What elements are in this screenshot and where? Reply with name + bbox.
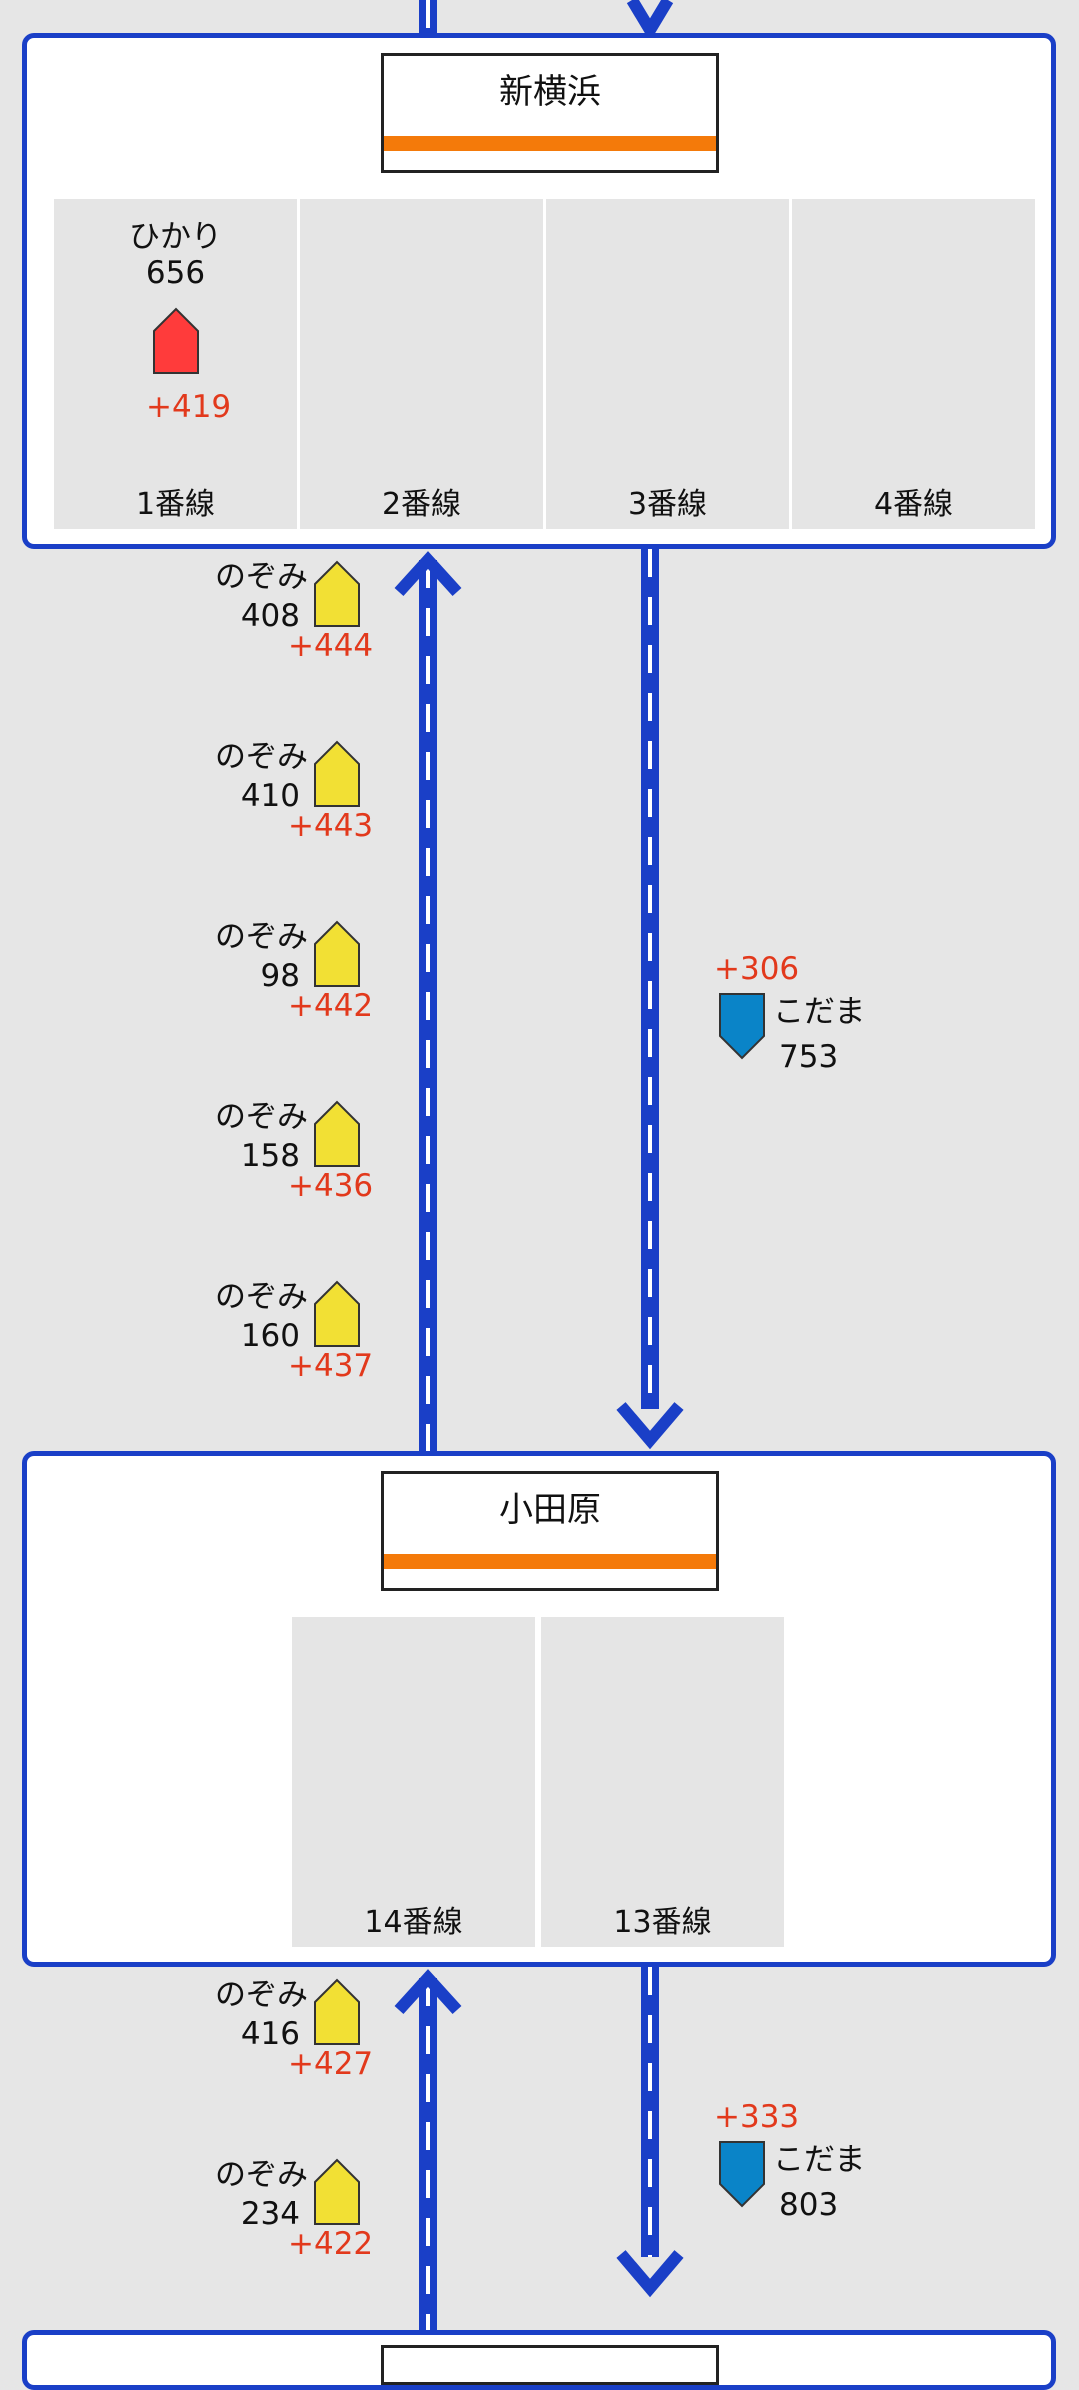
down-track-2	[641, 1967, 659, 2257]
train-number: 234	[240, 2196, 300, 2232]
train-name: のぞみ	[215, 1279, 308, 1315]
delay-label: +444	[288, 628, 374, 664]
platform-1[interactable]: ひかり 656 +419 1番線	[54, 199, 297, 529]
kodama-train-icon[interactable]	[718, 992, 766, 1060]
station-stripe	[384, 136, 716, 151]
delay-label: +427	[288, 2046, 374, 2082]
train-name: のぞみ	[215, 739, 308, 775]
down-track-top-arrow	[626, 0, 674, 38]
train-name: のぞみ	[215, 2157, 308, 2193]
nozomi-train-icon[interactable]	[313, 1978, 361, 2046]
train-name: のぞみ	[215, 1099, 308, 1135]
delay-label: +442	[288, 988, 374, 1024]
delay-label: +306	[714, 951, 800, 987]
up-track-2	[419, 1978, 437, 2330]
down-track	[641, 549, 659, 1409]
platform-label: 14番線	[364, 1905, 463, 1940]
delay-label: +437	[288, 1348, 374, 1384]
train-number: 656	[145, 255, 206, 291]
train-name: のぞみ	[215, 919, 308, 955]
station-name: 小田原	[499, 1490, 601, 1530]
train-number: 803	[779, 2187, 839, 2223]
up-track-top	[419, 0, 437, 35]
train-number: 408	[240, 598, 300, 634]
platform-label: 4番線	[873, 487, 954, 522]
nozomi-train-icon[interactable]	[313, 920, 361, 988]
down-track-arrow	[616, 1402, 684, 1450]
delay-label: +436	[288, 1168, 374, 1204]
kodama-train-icon[interactable]	[718, 2140, 766, 2208]
platform-label: 13番線	[613, 1905, 712, 1940]
train-name: こだま	[773, 994, 866, 1030]
station-name-board: 新横浜	[381, 53, 719, 173]
platform-3[interactable]: 3番線	[546, 199, 789, 529]
train-name: ひかり	[129, 219, 222, 255]
station-shin-yokohama[interactable]: 新横浜 ひかり 656 +419 1番線 2番線 3番線 4番線	[22, 33, 1056, 549]
station-name-board: 小田原	[381, 1471, 719, 1591]
nozomi-train-icon[interactable]	[313, 1100, 361, 1168]
station-name-board	[381, 2345, 719, 2385]
train-name: のぞみ	[215, 559, 308, 595]
platform-2[interactable]: 2番線	[300, 199, 543, 529]
platform-14[interactable]: 14番線	[292, 1617, 535, 1947]
nozomi-train-icon[interactable]	[313, 740, 361, 808]
platform-label: 1番線	[135, 487, 216, 522]
train-name: のぞみ	[215, 1977, 308, 2013]
hikari-train-icon[interactable]	[152, 307, 200, 375]
platform-label: 2番線	[381, 487, 462, 522]
up-track-arrow	[394, 1969, 462, 2015]
platform-13[interactable]: 13番線	[541, 1617, 784, 1947]
delay-label: +443	[288, 808, 374, 844]
delay-label: +419	[146, 389, 232, 425]
platform-4[interactable]: 4番線	[792, 199, 1035, 529]
station-odawara[interactable]: 小田原 14番線 13番線	[22, 1451, 1056, 1967]
down-track-arrow	[616, 2250, 684, 2298]
train-number: 98	[260, 958, 300, 994]
train-number: 410	[240, 778, 300, 814]
delay-label: +333	[714, 2099, 800, 2135]
station-stripe	[384, 1554, 716, 1569]
up-track	[419, 560, 437, 1452]
train-number: 158	[240, 1138, 300, 1174]
train-number: 416	[240, 2016, 300, 2052]
nozomi-train-icon[interactable]	[313, 560, 361, 628]
station-next-partial[interactable]	[22, 2330, 1056, 2390]
train-name: こだま	[773, 2142, 866, 2178]
nozomi-train-icon[interactable]	[313, 1280, 361, 1348]
platform-label: 3番線	[627, 487, 708, 522]
up-track-arrow	[394, 551, 462, 597]
train-number: 753	[779, 1039, 839, 1075]
nozomi-train-icon[interactable]	[313, 2158, 361, 2226]
delay-label: +422	[288, 2226, 374, 2262]
train-number: 160	[240, 1318, 300, 1354]
station-name: 新横浜	[499, 72, 601, 112]
